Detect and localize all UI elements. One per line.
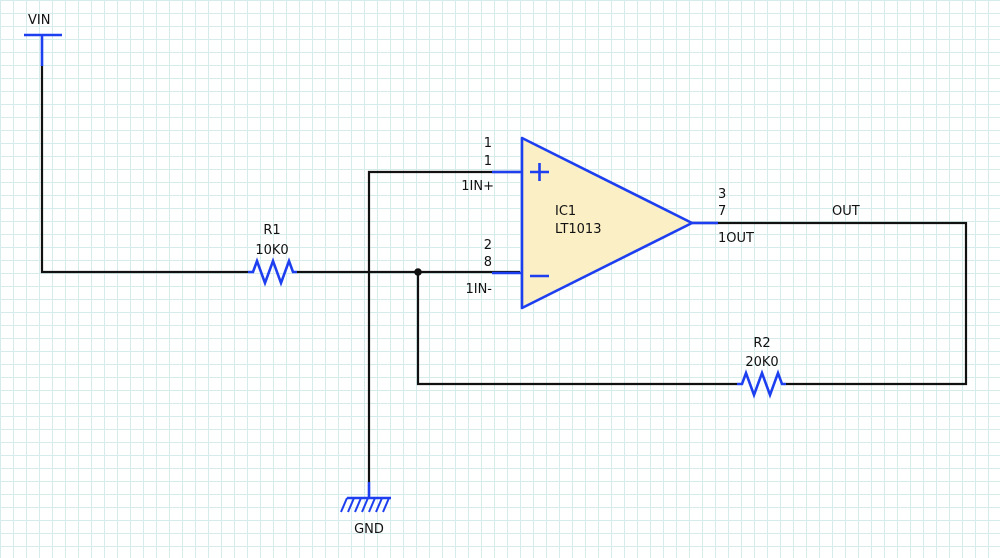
net-out-label: OUT	[832, 204, 860, 219]
wires	[40, 66, 968, 482]
r2-value: 20K0	[745, 355, 778, 370]
ic1-ref: IC1	[555, 204, 576, 219]
vin-label: VIN	[28, 13, 50, 28]
junction-dot	[414, 268, 422, 276]
gnd-label: GND	[354, 522, 384, 537]
resistor-r1[interactable]: R1 10K0	[248, 223, 297, 287]
pin-minus-num-b: 8	[484, 255, 492, 270]
r2-ref: R2	[753, 336, 770, 351]
pin-plus-name: 1IN+	[461, 179, 494, 194]
resistor-r1-icon	[248, 257, 297, 287]
gnd-port[interactable]: GND	[340, 482, 391, 537]
wire-vin-r1[interactable]	[40, 66, 248, 274]
pin-plus-num-a: 1	[484, 136, 492, 151]
vin-port[interactable]: VIN	[24, 13, 62, 66]
gnd-hatch-icon	[340, 497, 390, 513]
wire-feedback-right[interactable]	[692, 221, 968, 386]
pin-minus-num-a: 2	[484, 238, 492, 253]
pin-plus-num-b: 1	[484, 154, 492, 169]
opamp-ic1[interactable]: IC1 LT1013 1 1 1IN+ 2 8 1IN- 3 7 1OUT	[461, 136, 754, 310]
pin-minus-name: 1IN-	[465, 282, 492, 297]
ic1-part: LT1013	[555, 222, 601, 237]
wire-feedback-left[interactable]	[416, 272, 737, 386]
pin-out-num-b: 7	[718, 204, 726, 219]
wire-inplus-gnd[interactable]	[367, 170, 520, 482]
pin-out-num-a: 3	[718, 187, 726, 202]
resistor-r2[interactable]: R2 20K0	[737, 336, 786, 399]
pin-out-name: 1OUT	[718, 231, 754, 246]
r1-ref: R1	[263, 223, 280, 238]
resistor-r2-icon	[737, 369, 786, 399]
opamp-triangle-icon	[520, 136, 694, 310]
r1-value: 10K0	[255, 243, 288, 258]
